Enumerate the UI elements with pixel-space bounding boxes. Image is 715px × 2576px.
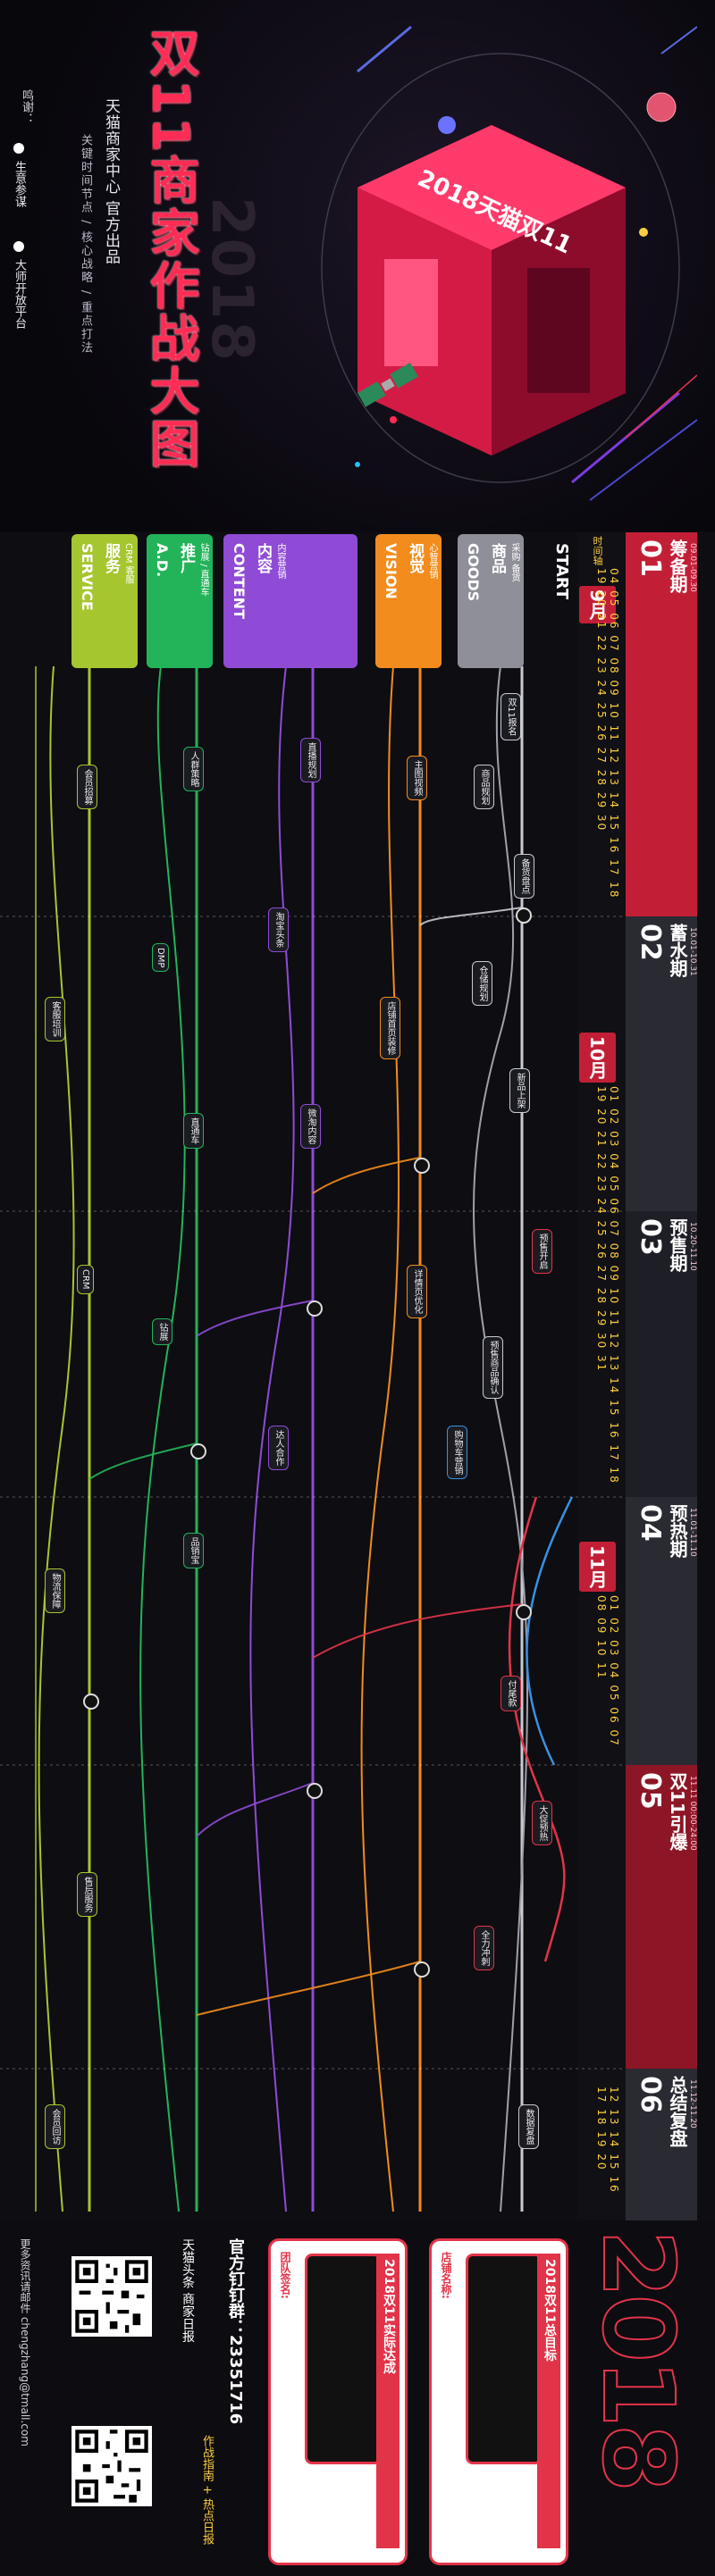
task-box: 客服培训 xyxy=(45,997,65,1041)
route-node xyxy=(414,1961,430,1978)
task-box: 淘宝头条 xyxy=(268,907,289,952)
goal-input-area xyxy=(466,2254,543,2464)
task-box: 直通车 xyxy=(183,1113,204,1149)
task-box: 详情页优化 xyxy=(407,1265,427,1318)
lane-service: SERVICE 服务 CRM 客服 xyxy=(72,534,138,668)
task-box: 直播规划 xyxy=(300,738,321,782)
qr-code-icon xyxy=(72,2256,152,2337)
route-node xyxy=(516,1604,532,1620)
year-ghost-text: 2018 xyxy=(198,197,265,364)
task-box: 主图视频 xyxy=(407,756,427,800)
poster-subtitle: 天猫商家中心 官方出品 xyxy=(102,98,120,265)
task-box: 数据复盘 xyxy=(518,2104,539,2149)
phase-01: 01 筹备期 09.01-09.30 xyxy=(626,532,697,916)
phase-02: 02 蓄水期 10.01-10.31 xyxy=(626,916,697,1211)
task-box: 人群策略 xyxy=(183,747,204,791)
credit-label: 鸣谢： xyxy=(20,89,33,124)
lane-goods: GOODS 商品 采购 备货 xyxy=(458,534,524,668)
month-label: 10月 xyxy=(579,1033,616,1083)
task-box: 全力冲刺 xyxy=(474,1926,494,1970)
phase-04: 04 预热期 11.01-11.10 xyxy=(626,1497,697,1765)
task-box: 仓储规划 xyxy=(472,961,492,1006)
battle-map: 01 筹备期 09.01-09.30 02 蓄水期 10.01-10.31 03… xyxy=(0,532,715,2221)
dingtalk-group: 官方钉钉群：23351716 xyxy=(226,2238,245,2425)
guide-info: 作战指南 + 热点日报 xyxy=(200,2435,214,2546)
phase-03: 03 预售期 10.20-11.10 xyxy=(626,1211,697,1497)
brand-logo-icon xyxy=(13,241,24,252)
route-node xyxy=(516,907,532,924)
month-label: 11月 xyxy=(579,1542,616,1592)
poster-tagline: 关键时间节点 / 核心战略 / 重点打法 xyxy=(79,134,92,355)
task-box: DMP xyxy=(152,943,169,973)
route-node xyxy=(414,1158,430,1174)
task-box: 备货盘点 xyxy=(514,854,534,899)
phase-05: 05 双11引爆 11.11 00:00-24:00 xyxy=(626,1765,697,2069)
goal-card-actual: 团队签名: 2018双11实际达成 xyxy=(268,2238,408,2565)
task-box: CRM xyxy=(77,1265,94,1294)
task-box: 钻展 xyxy=(152,1318,172,1345)
task-box: 大促预热 xyxy=(532,1801,552,1845)
task-box: 达人合作 xyxy=(268,1426,289,1470)
contact-email: 更多资讯请邮件 chengzhang@tmall.com xyxy=(19,2238,31,2446)
brand-logo-icon xyxy=(13,143,24,154)
start-label: START xyxy=(552,543,571,600)
day-ticks: 01 02 03 04 05 06 07 08 09 10 11 12 13 1… xyxy=(595,1086,620,1485)
qr-code-icon xyxy=(72,2426,152,2506)
credit-item: 生意参谋 xyxy=(11,143,28,207)
timeline-label: 时间轴 xyxy=(592,536,603,565)
task-box: 双11报名 xyxy=(500,693,521,740)
task-box: 付尾款 xyxy=(500,1676,521,1711)
lane-vision: VISION 视觉 心智营销 xyxy=(375,534,442,668)
route-node xyxy=(83,1694,99,1710)
task-box: 店铺首页装修 xyxy=(380,997,400,1059)
footer-year: 2018 xyxy=(580,2229,696,2489)
cube-illustration: 2018天猫双11 xyxy=(304,18,698,518)
route-node xyxy=(307,1301,323,1317)
phase-06: 06 总结复盘 11.12-11.20 xyxy=(626,2069,697,2221)
goal-input-area xyxy=(305,2254,382,2464)
route-node xyxy=(307,1783,323,1799)
goal-card-label: 团队签名: xyxy=(279,2252,291,2299)
daily-info: 天猫头条 商家日报 xyxy=(181,2238,195,2343)
task-box: 物流保障 xyxy=(45,1568,65,1613)
poster-footer: 2018 店铺名称: 2018双11总目标 团队签名: 2018双11实际达成 … xyxy=(0,2221,715,2576)
month-label: 9月 xyxy=(579,586,616,623)
task-box: 微淘内容 xyxy=(300,1104,321,1149)
day-ticks: 12 13 14 15 16 17 18 19 20 xyxy=(595,2087,620,2194)
goal-card-target: 店铺名称: 2018双11总目标 xyxy=(429,2238,568,2565)
task-box: 品销宝 xyxy=(183,1533,204,1568)
goal-banner: 2018双11总目标 xyxy=(537,2254,560,2548)
task-box: 会员回访 xyxy=(45,2104,65,2149)
task-box: 售后服务 xyxy=(77,1872,97,1917)
goal-card-label: 店铺名称: xyxy=(440,2252,452,2299)
route-node xyxy=(190,1443,206,1459)
lane-ad: A.D. 推广 钻展 / 直通车 xyxy=(147,534,213,668)
lane-content: CONTENT 内容 内容营销 xyxy=(223,534,358,668)
poster-header: 2018天猫双11 2018 双11商家作战大图 天猫商家中心 官方出品 关键时… xyxy=(0,0,715,531)
poster-title: 双11商家作战大图 xyxy=(141,27,199,471)
goal-banner: 2018双11实际达成 xyxy=(376,2254,400,2548)
task-box: 预售商品确认 xyxy=(483,1336,503,1399)
day-ticks: 01 02 03 04 05 06 07 08 09 10 11 xyxy=(595,1595,620,1747)
task-box: 商品规划 xyxy=(474,765,494,809)
task-box: 预售开启 xyxy=(532,1229,552,1274)
task-box: 购物车营销 xyxy=(447,1426,467,1479)
task-box: 会员招募 xyxy=(77,765,97,809)
credit-item: 大师开放平台 xyxy=(11,241,28,329)
task-box: 新品上架 xyxy=(509,1068,530,1113)
day-ticks: 04 05 06 07 08 09 10 11 12 13 14 15 16 1… xyxy=(595,568,620,899)
